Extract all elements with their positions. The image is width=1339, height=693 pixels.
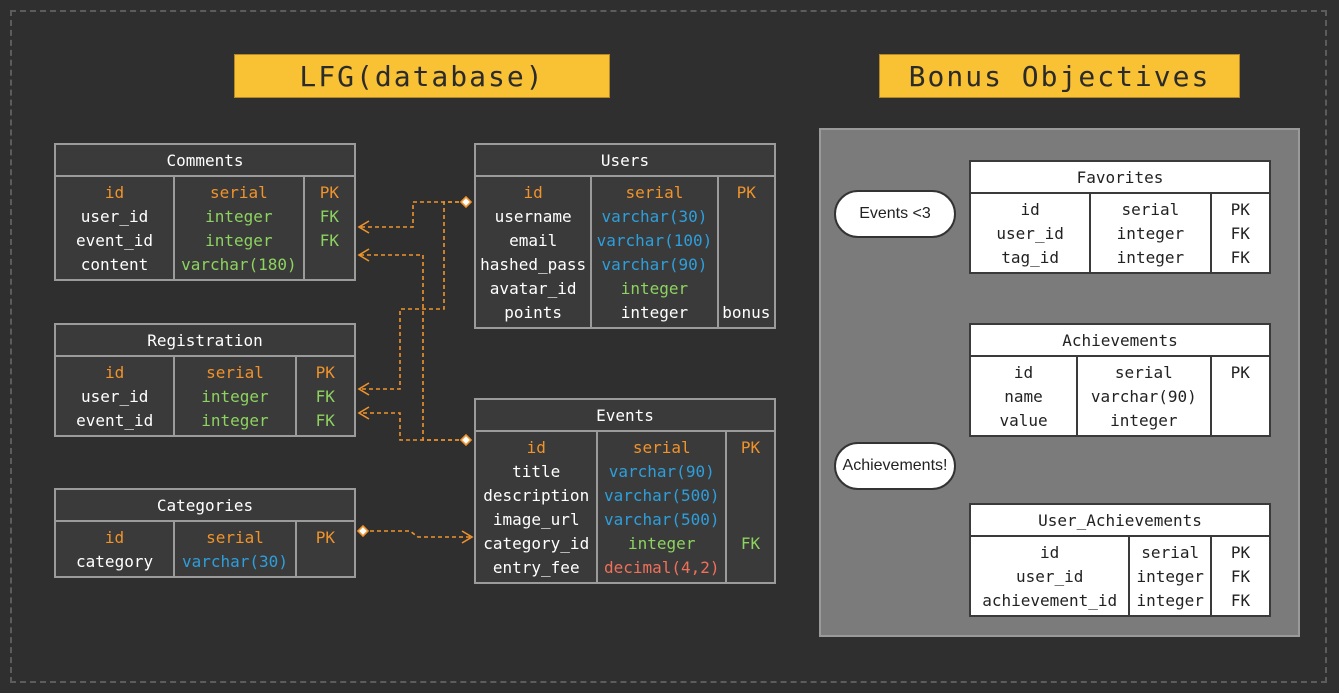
table-title: Events [475, 399, 775, 432]
table-title: Categories [55, 489, 355, 522]
table-title: User_Achievements [970, 504, 1270, 537]
bonus-title: Bonus Objectives [879, 54, 1240, 98]
table-title: Registration [55, 324, 355, 357]
arrow-head-icon [357, 220, 370, 234]
achievements-pill: Achievements! [834, 442, 956, 490]
diamond-icon [356, 524, 370, 538]
table-title: Achievements [970, 324, 1270, 357]
users-to-comments-line [359, 201, 466, 228]
arrow-head-icon [357, 406, 370, 420]
table-title: Favorites [970, 161, 1270, 194]
events-to-registration-line [359, 412, 466, 441]
arrow-head-icon [461, 530, 474, 544]
diamond-icon [459, 195, 473, 209]
database-title: LFG(database) [234, 54, 610, 98]
arrow-head-icon [357, 382, 370, 396]
diamond-icon [459, 433, 473, 447]
table-title: Comments [55, 144, 355, 177]
events-love-pill: Events <3 [834, 190, 956, 238]
users-to-registration-line [359, 201, 466, 390]
events-to-comments-line [359, 254, 466, 441]
table-title: Users [475, 144, 775, 177]
arrow-head-icon [357, 248, 370, 262]
diagram-frame [10, 10, 1327, 683]
categories-to-events-line [363, 530, 472, 538]
